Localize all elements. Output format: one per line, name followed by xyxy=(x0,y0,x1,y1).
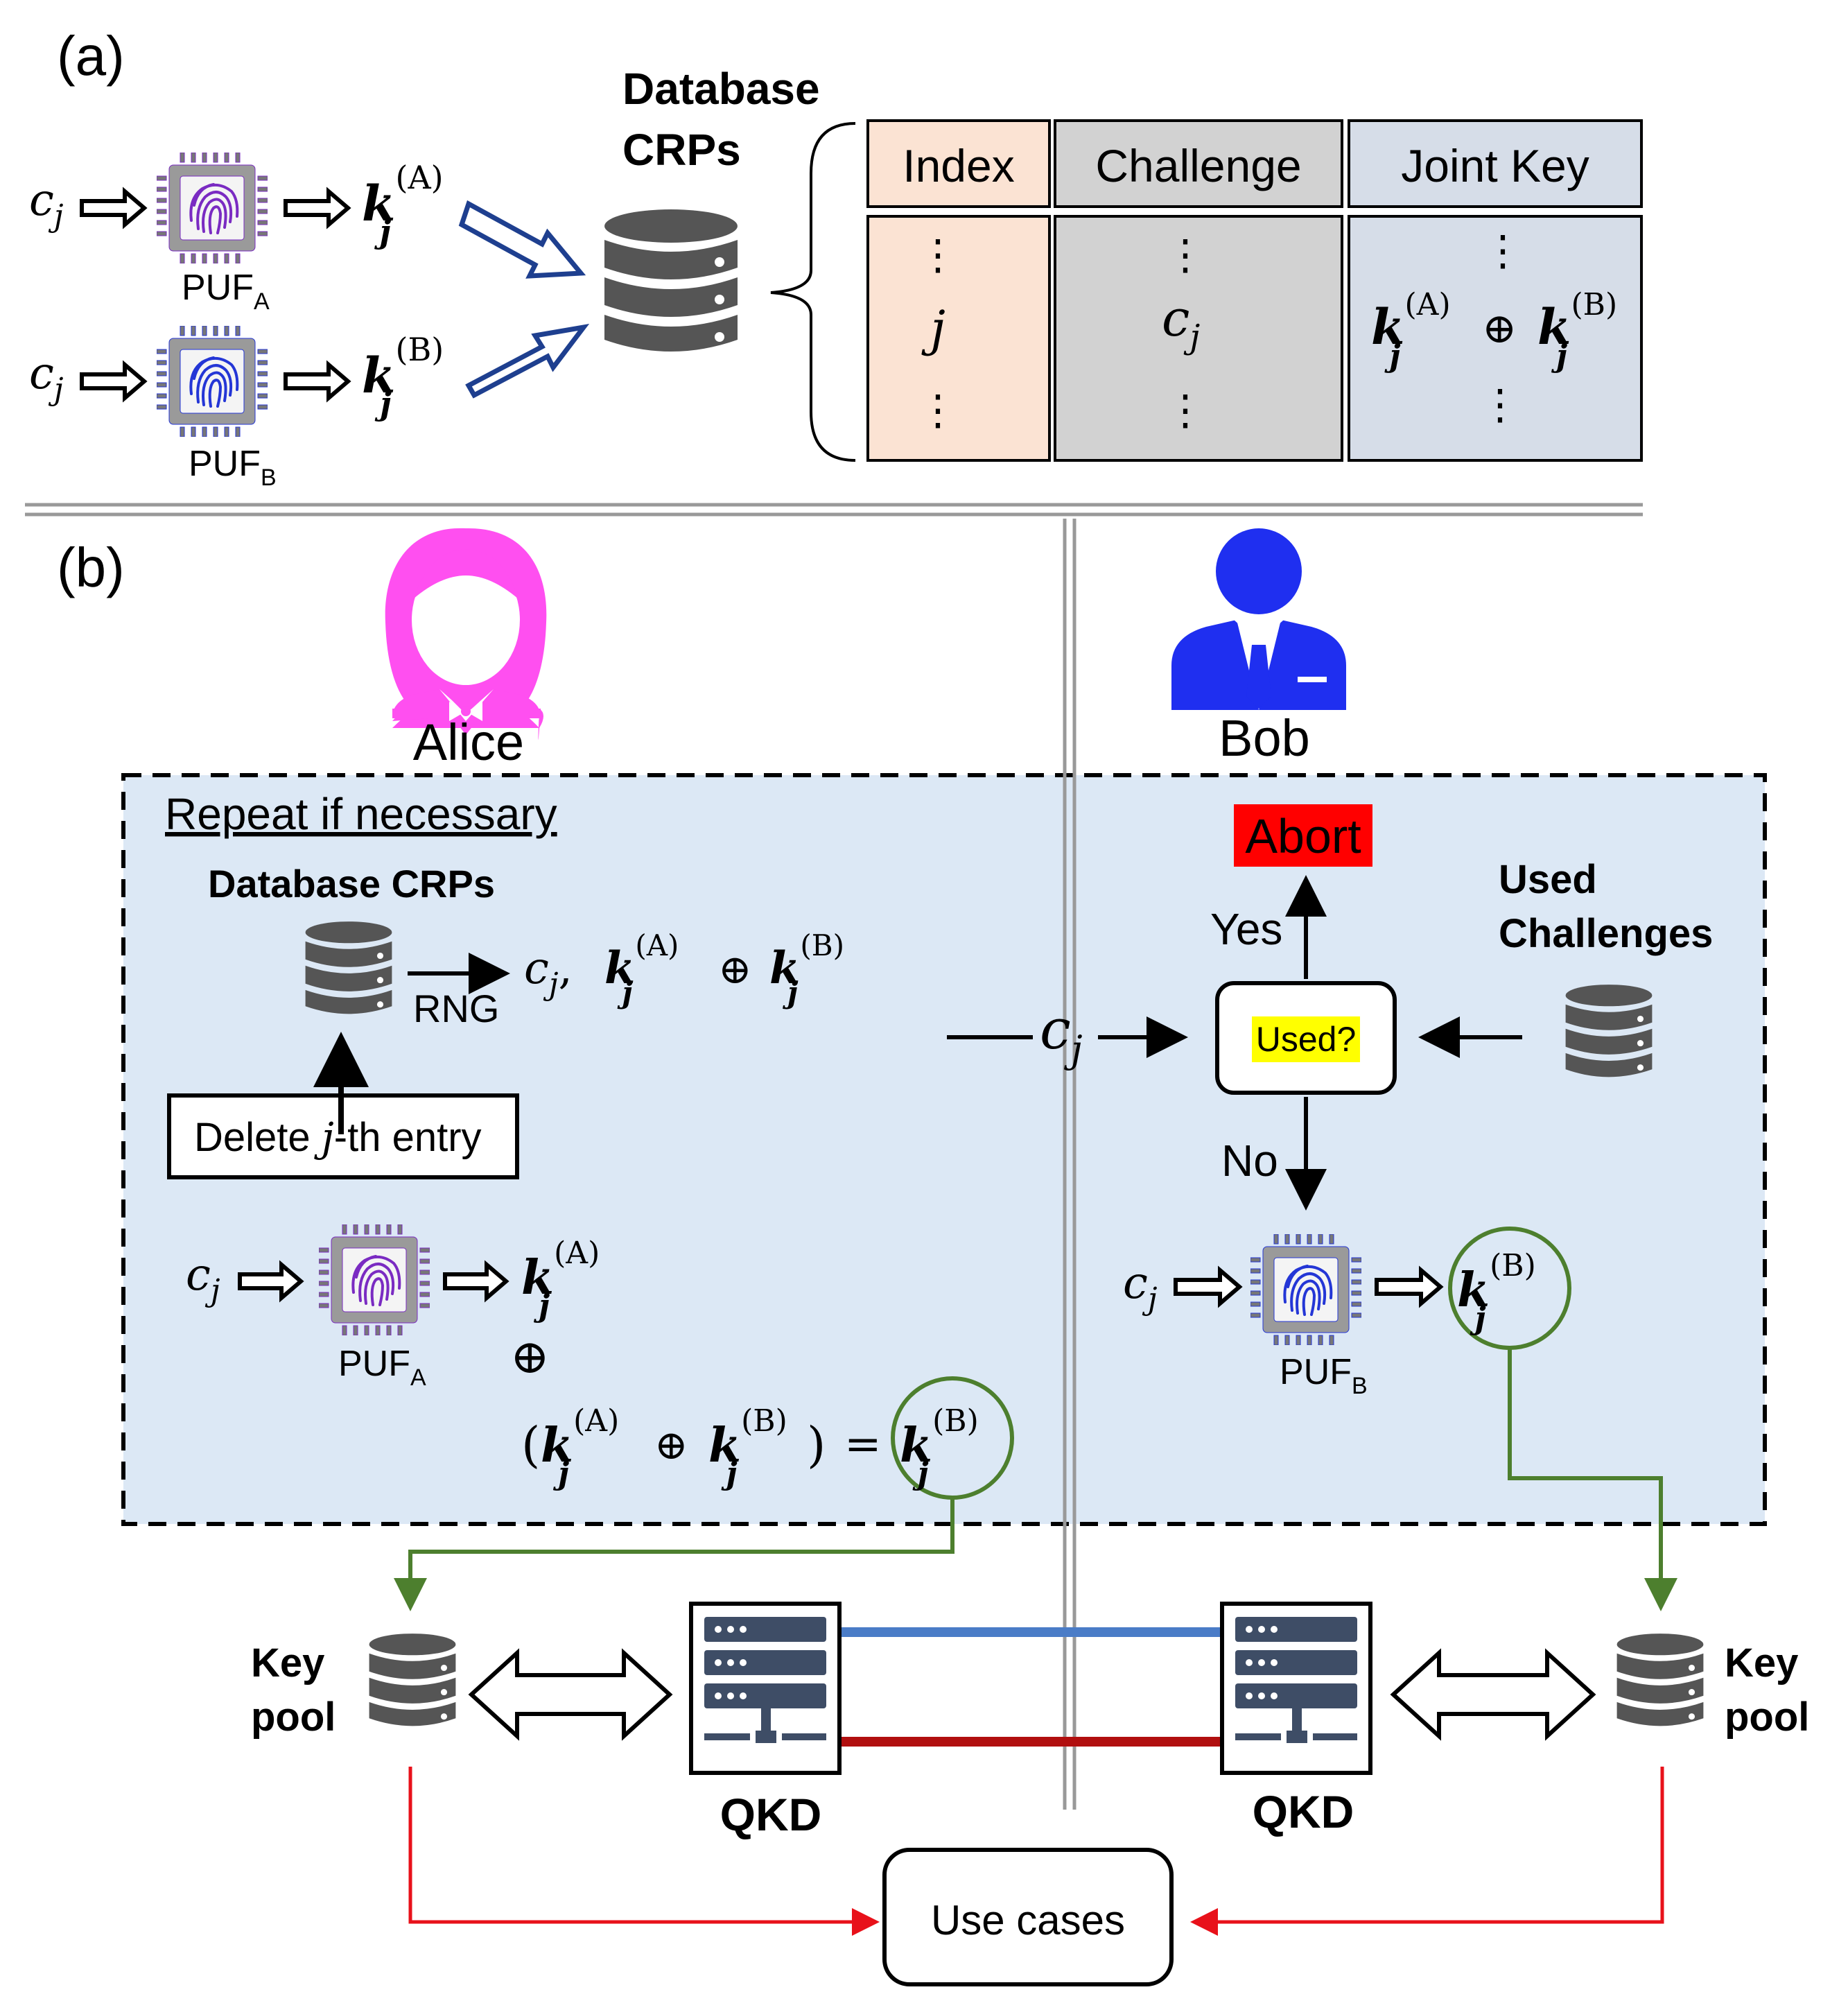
delete-entry-label: Delete j-th entry xyxy=(194,1114,482,1161)
puf-a-label: PUFA xyxy=(182,268,270,315)
body-challenge-cell xyxy=(1054,215,1343,462)
bob-icon xyxy=(1171,528,1346,710)
challenge-b-symbol: cj xyxy=(29,348,64,407)
challenge-dots-top: ⋮ xyxy=(1165,231,1206,279)
panel-a-label: (a) xyxy=(57,25,125,87)
panel-b-label: (b) xyxy=(57,537,125,598)
alice-icon xyxy=(385,528,547,740)
index-dots-bottom: ⋮ xyxy=(917,386,959,435)
alice-sample-xor: ⊕ xyxy=(718,946,752,993)
bob-qkd-server-icon xyxy=(1222,1604,1370,1773)
jointkey-kb: k(B)j xyxy=(1537,287,1617,374)
arrow-key-a-to-db xyxy=(458,200,586,279)
alice-challenge: cj xyxy=(186,1249,220,1308)
alice-keypool-line2: pool xyxy=(251,1695,335,1740)
alice-lparen: ( xyxy=(521,1416,540,1473)
alice-equals: = xyxy=(844,1419,882,1470)
header-challenge-cell xyxy=(1054,119,1343,208)
bob-keypool-qkd-arrow xyxy=(1390,1648,1596,1741)
challenge-value: cj xyxy=(1162,289,1200,356)
alice-keypool-usecase-arrow xyxy=(408,1767,880,1936)
used-label: Used? xyxy=(1256,1020,1357,1059)
use-cases-box xyxy=(882,1848,1174,1986)
alice-hollow-arrow-in xyxy=(238,1260,304,1303)
key-b-symbol: k(B)j xyxy=(362,331,444,422)
puf-b-chip-icon xyxy=(157,326,268,437)
alice-to-keypool-arrow xyxy=(394,1498,954,1611)
bob-keypool-line1: Key xyxy=(1725,1640,1798,1686)
jointkey-ka: k(A)j xyxy=(1371,287,1451,374)
alice-eq-ka: k(A)j xyxy=(541,1403,619,1491)
alice-puf-chip-icon xyxy=(319,1224,430,1335)
bob-keypool-line2: pool xyxy=(1725,1695,1809,1740)
no-label: No xyxy=(1221,1136,1278,1186)
yes-label: Yes xyxy=(1210,904,1282,954)
header-jointkey-cell xyxy=(1348,119,1643,208)
challenge-dots-bottom: ⋮ xyxy=(1165,386,1206,435)
bob-keypool-usecase-arrow xyxy=(1190,1767,1664,1936)
bob-puf-label: PUFB xyxy=(1280,1352,1368,1399)
header-joint-key: Joint Key xyxy=(1401,140,1589,191)
bob-to-keypool-arrow xyxy=(1508,1348,1677,1611)
db-title-line2: CRPs xyxy=(622,125,741,175)
index-dots-top: ⋮ xyxy=(917,231,959,279)
header-challenge: Challenge xyxy=(1095,140,1301,191)
key-a-symbol: k(A)j xyxy=(362,159,444,250)
bob-name: Bob xyxy=(1219,709,1310,767)
rng-label: RNG xyxy=(413,987,499,1030)
body-jointkey-cell xyxy=(1348,215,1643,462)
challenge-a-symbol: cj xyxy=(29,175,64,234)
alice-sample-c: cj, xyxy=(524,943,573,1002)
alice-xor: ⊕ xyxy=(510,1330,550,1385)
used-challenges-line1: Used xyxy=(1499,857,1597,902)
alice-keypool-qkd-arrow xyxy=(468,1648,673,1741)
use-cases-label: Use cases xyxy=(931,1897,1125,1943)
alice-keypool-db-icon xyxy=(369,1634,456,1726)
alice-sample-ka: k(A)j xyxy=(604,928,679,1010)
header-index: Index xyxy=(903,140,1014,191)
abort-label: Abort xyxy=(1245,809,1361,863)
jointkey-dots-bottom: ⋮ xyxy=(1479,381,1521,429)
bob-qkd-label: QKD xyxy=(1253,1786,1354,1837)
header-index-cell xyxy=(866,119,1051,208)
table-brace xyxy=(770,122,856,462)
alice-rparen: ) xyxy=(807,1416,826,1473)
jointkey-dots-top: ⋮ xyxy=(1482,227,1524,275)
puf-b-label: PUFB xyxy=(189,444,277,491)
body-index-cell xyxy=(866,215,1051,462)
alice-db-label: Database CRPs xyxy=(208,862,495,906)
alice-key-a: k(A)j xyxy=(521,1236,600,1324)
puf-a-chip-icon xyxy=(157,153,268,263)
bob-challenge: cj xyxy=(1123,1258,1158,1317)
bob-hollow-arrow-out xyxy=(1375,1265,1444,1308)
arrow-key-b-to-db xyxy=(465,324,590,399)
hollow-arrow-key-b xyxy=(284,360,351,403)
db-title-line1: Database xyxy=(622,64,820,114)
hollow-arrow-chal-a xyxy=(80,187,148,229)
repeat-label: Repeat if necessary xyxy=(165,789,557,839)
alice-name: Alice xyxy=(413,713,524,771)
hollow-arrow-chal-b xyxy=(80,360,148,403)
used-challenges-line2: Challenges xyxy=(1499,911,1713,956)
alice-puf-label: PUFA xyxy=(338,1344,426,1391)
bob-hollow-arrow-in xyxy=(1174,1265,1243,1308)
abort-box xyxy=(1234,804,1372,867)
alice-keypool-line1: Key xyxy=(251,1640,324,1686)
alice-qkd-label: QKD xyxy=(720,1789,822,1840)
alice-sample-kb: k(B)j xyxy=(769,928,844,1010)
database-crps-icon xyxy=(604,209,738,352)
alice-result-kb: k(B)j xyxy=(900,1403,979,1491)
alice-hollow-arrow-out xyxy=(443,1260,509,1303)
alice-eq-kb: k(B)j xyxy=(708,1403,787,1491)
jointkey-xor: ⊕ xyxy=(1482,304,1517,353)
alice-qkd-server-icon xyxy=(691,1604,839,1773)
hollow-arrow-key-a xyxy=(284,187,351,229)
bob-puf-chip-icon xyxy=(1250,1234,1361,1345)
alice-eq-xor: ⊕ xyxy=(654,1421,688,1468)
used-highlight xyxy=(1252,1016,1360,1062)
bob-keypool-db-icon xyxy=(1616,1634,1704,1726)
